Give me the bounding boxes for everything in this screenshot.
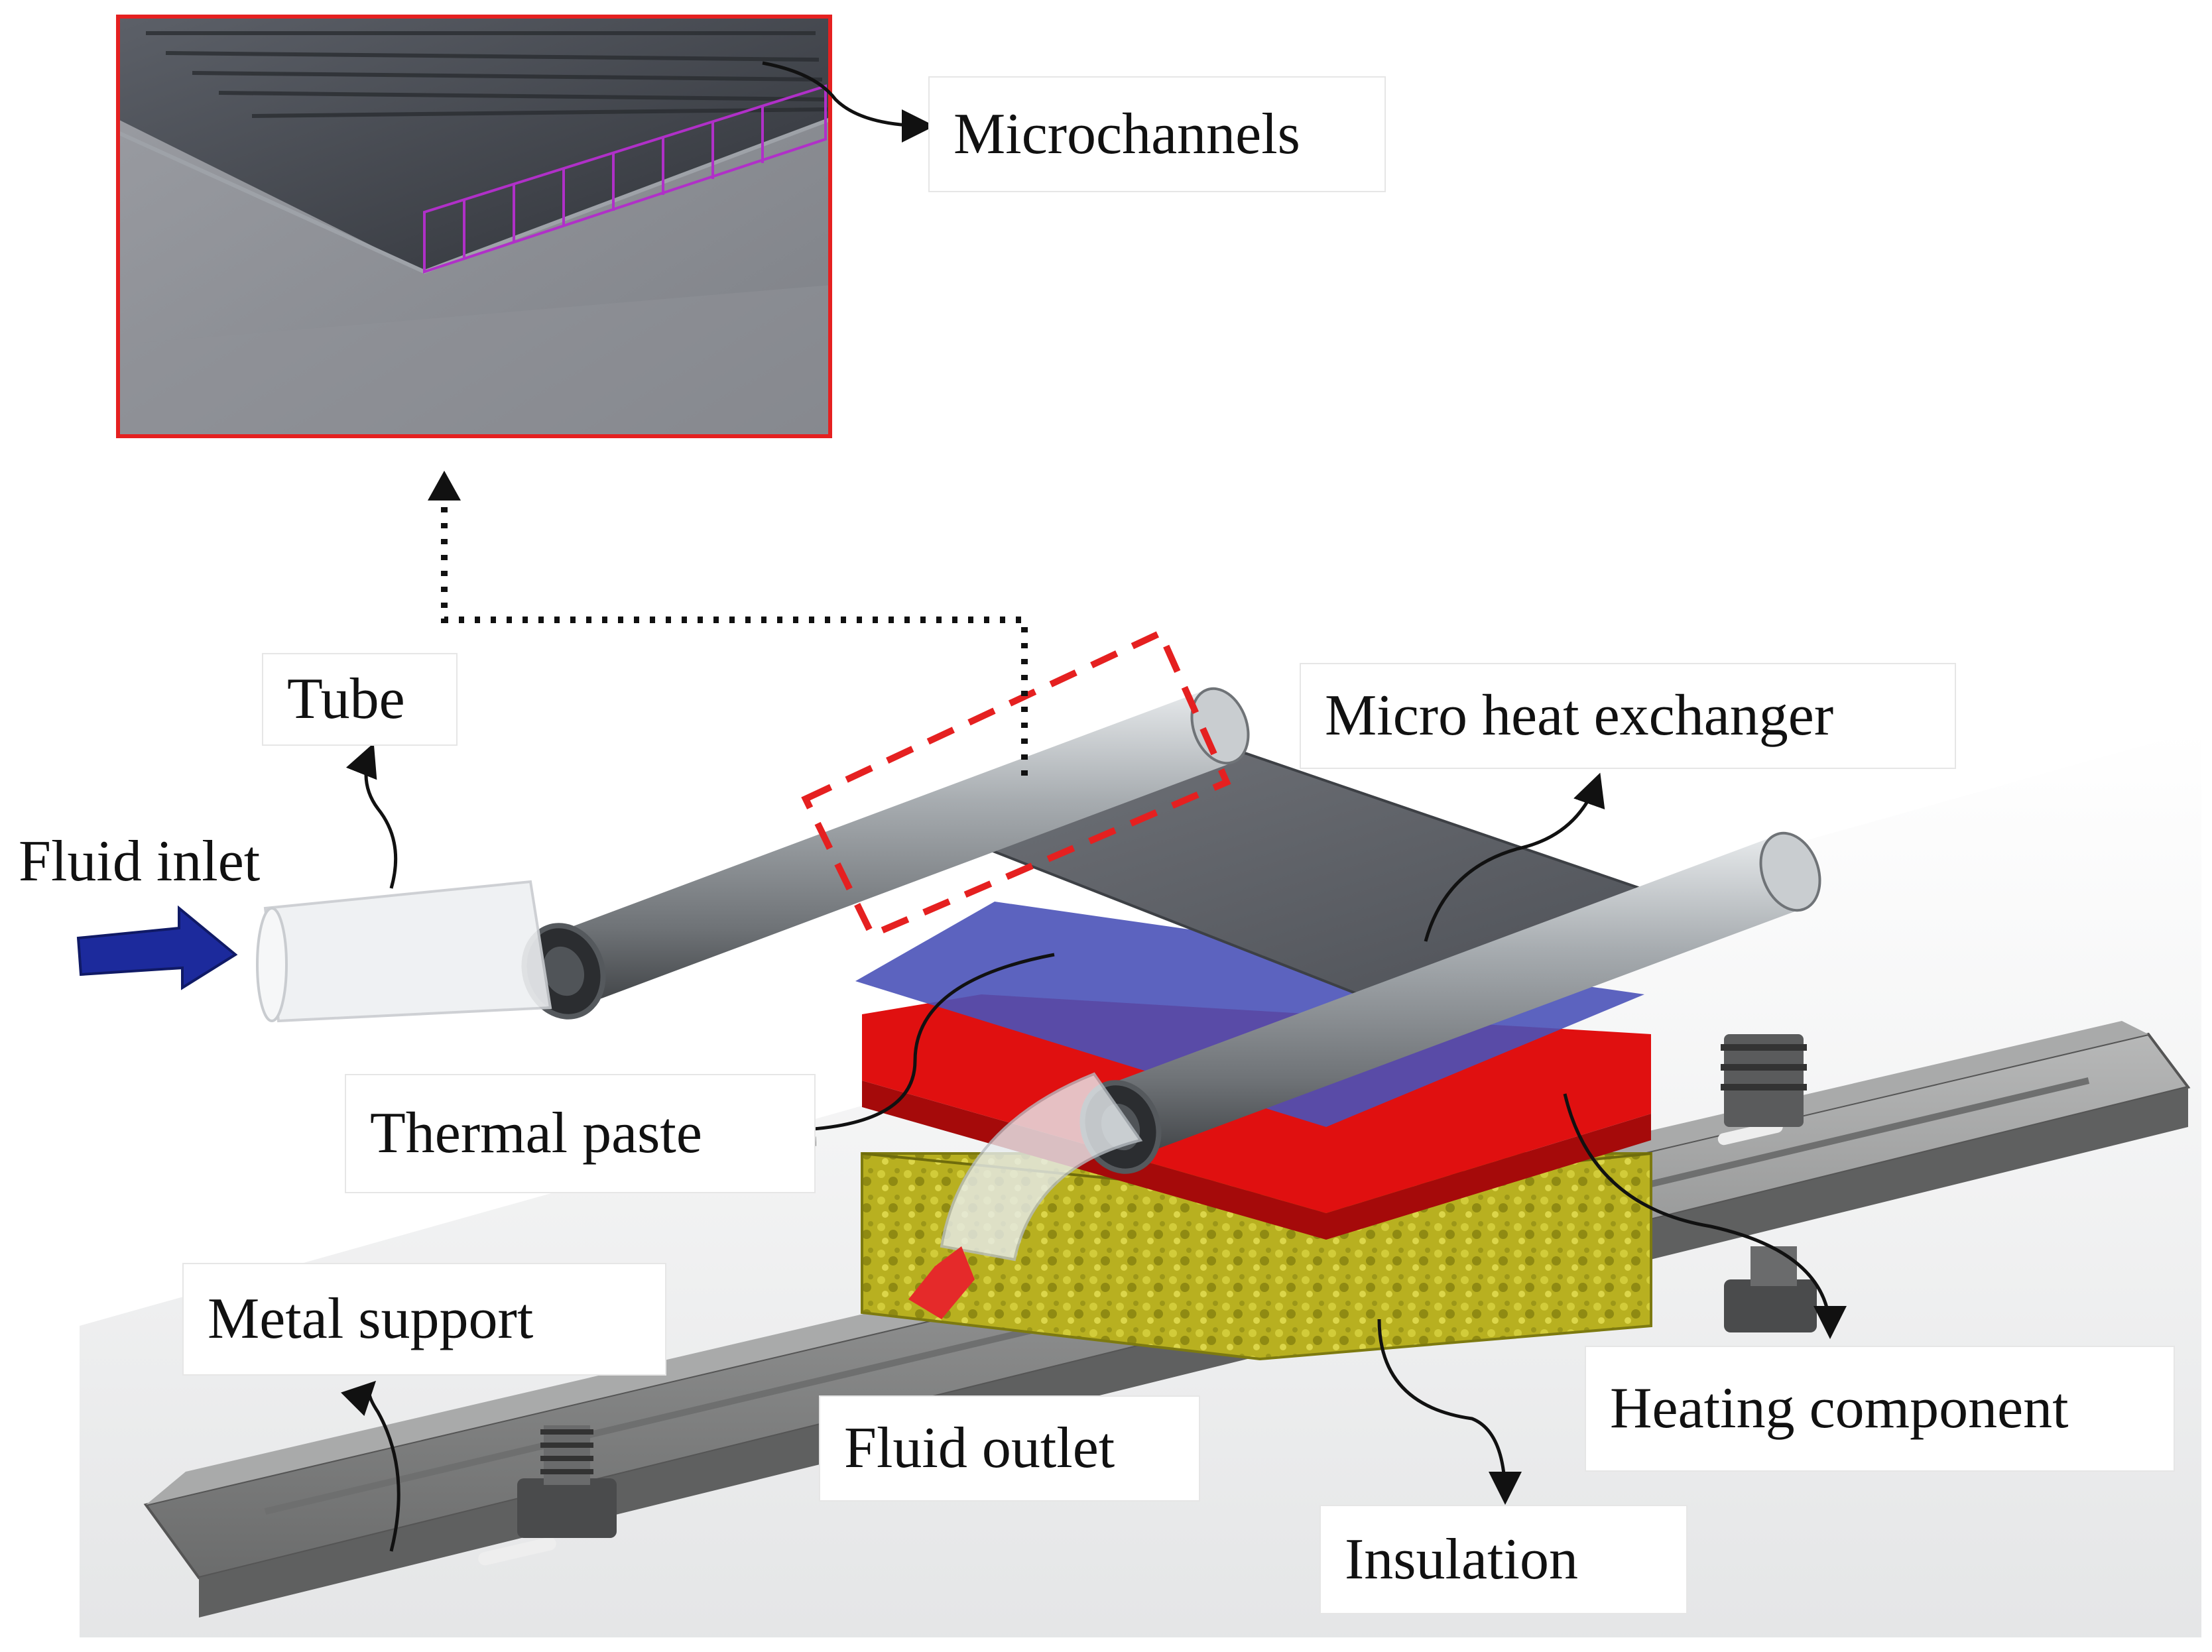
label-fluid-inlet-text: Fluid inlet xyxy=(19,829,261,894)
label-insulation: Insulation xyxy=(1320,1505,1688,1614)
label-micro-heat-exchanger-text: Micro heat exchanger xyxy=(1325,683,1834,748)
inlet-arrow-icon xyxy=(76,905,238,990)
thermal-paste-sheet xyxy=(855,902,1644,1127)
label-heating-component: Heating component xyxy=(1585,1346,2175,1472)
leader-thermal-paste xyxy=(782,953,1055,1146)
label-thermal-paste-text: Thermal paste xyxy=(370,1101,702,1165)
label-tube: Tube xyxy=(262,653,458,746)
mounting-bolt-left xyxy=(517,1425,617,1538)
microchannels-inset xyxy=(116,15,832,438)
leader-micro-heat-exchanger xyxy=(1424,772,1605,942)
mounting-bolt-right xyxy=(1721,1034,1817,1332)
label-insulation-text: Insulation xyxy=(1345,1527,1578,1592)
label-microchannels: Microchannels xyxy=(928,76,1386,192)
leader-microchannels xyxy=(762,61,935,143)
label-micro-heat-exchanger: Micro heat exchanger xyxy=(1300,663,1956,769)
label-fluid-inlet: Fluid inlet xyxy=(15,825,326,898)
outlet-arrow-icon xyxy=(908,1246,975,1319)
outlet-hose xyxy=(940,1072,1143,1262)
label-fluid-outlet-text: Fluid outlet xyxy=(844,1416,1115,1480)
label-thermal-paste: Thermal paste xyxy=(345,1074,816,1193)
label-heating-component-text: Heating component xyxy=(1610,1376,2069,1441)
label-fluid-outlet: Fluid outlet xyxy=(819,1395,1200,1502)
highlight-region xyxy=(801,628,1231,939)
label-tube-text: Tube xyxy=(287,667,405,731)
zoom-connector-arrowhead xyxy=(428,471,461,501)
leader-metal-support xyxy=(341,1380,400,1552)
label-microchannels-text: Microchannels xyxy=(953,101,1300,166)
inset-frame xyxy=(116,15,832,438)
zoom-connector-line xyxy=(441,494,1028,776)
leader-heating-component xyxy=(1563,1093,1847,1339)
label-metal-support: Metal support xyxy=(182,1263,666,1376)
inlet-hose xyxy=(256,880,552,1023)
leader-arrow-icon xyxy=(341,61,1847,1552)
leader-tube xyxy=(345,742,398,889)
leader-insulation xyxy=(1377,1319,1522,1505)
label-metal-support-text: Metal support xyxy=(208,1287,534,1351)
